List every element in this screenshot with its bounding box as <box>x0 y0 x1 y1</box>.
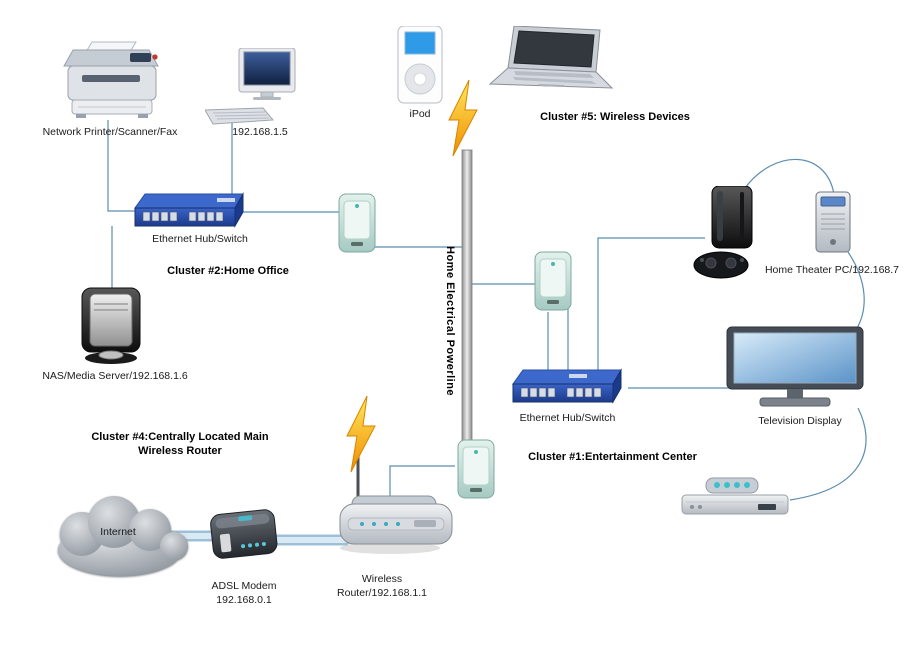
nas-media-server <box>70 286 152 368</box>
ipod <box>396 26 444 106</box>
wireless-laptop <box>480 26 615 106</box>
wireless-router-icon <box>339 450 453 554</box>
ethernet-switch-icon <box>134 192 244 228</box>
media-player <box>680 476 792 522</box>
television-display <box>726 326 864 416</box>
modem-label-line2: 192.168.0.1 <box>216 593 272 606</box>
ipod-icon <box>397 26 443 104</box>
wire-hub2-ps3 <box>597 237 705 370</box>
powerline-adapter-icon <box>457 439 495 499</box>
ethernet-switch-icon <box>512 368 622 404</box>
small-pc-icon <box>815 191 851 253</box>
ethernet-hub-right <box>507 362 627 408</box>
router-label: Wireless Router/192.168.1.1 <box>322 573 442 600</box>
powerline-label: Home Electrical Powerline <box>444 246 456 397</box>
nas-label: NAS/Media Server/192.168.1.6 <box>42 370 188 382</box>
playstation-3 <box>690 186 762 282</box>
desktop-192-168-1-5 <box>205 48 300 126</box>
tv-icon <box>726 326 864 407</box>
cluster2-label: Cluster #2:Home Office <box>167 265 289 277</box>
htpc-label: Home Theater PC/192.168.7 <box>764 264 900 276</box>
wireless-router <box>326 448 454 566</box>
dvd-player-icon <box>681 477 789 515</box>
router-label-line2: Router/192.168.1.1 <box>337 586 427 599</box>
tv-label: Television Display <box>758 415 842 427</box>
nas-icon <box>81 287 141 364</box>
printer-label: Network Printer/Scanner/Fax <box>42 126 178 138</box>
powerline-adapter-1 <box>333 192 381 258</box>
home-electrical-powerline-bar <box>461 149 473 463</box>
powerline-adapter-icon <box>338 193 376 253</box>
home-theater-pc <box>810 190 858 260</box>
wireless-bolt-top <box>446 80 480 158</box>
hub-right-label: Ethernet Hub/Switch <box>519 412 616 424</box>
printer-icon <box>63 41 159 118</box>
lightning-bolt-icon <box>448 80 478 157</box>
modem-label-line1: ADSL Modem <box>211 580 277 592</box>
game-console-icon <box>693 186 753 279</box>
wire-htpc-tv <box>847 251 865 331</box>
wire-adapter3-router <box>389 465 455 506</box>
cluster4-label: Cluster #4:Centrally Located Main Wirele… <box>75 430 285 459</box>
cluster5-label: Cluster #5: Wireless Devices <box>540 111 690 123</box>
ipod-label: iPod <box>409 108 431 120</box>
router-label-line1: Wireless <box>361 573 403 585</box>
hub-left-label: Ethernet Hub/Switch <box>152 233 248 245</box>
cluster4-label-line2: Wireless Router <box>138 445 222 458</box>
wire-printer-hub <box>107 120 140 212</box>
cluster1-label: Cluster #1:Entertainment Center <box>528 451 697 463</box>
ethernet-wires <box>107 120 867 506</box>
network-printer <box>52 40 170 130</box>
adsl-modem <box>200 496 288 570</box>
powerline-adapter-2 <box>529 250 577 316</box>
desktop-computer-icon <box>205 48 296 125</box>
cluster4-label-line1: Cluster #4:Centrally Located Main <box>91 431 269 443</box>
internet-cloud <box>46 486 194 588</box>
desktop-ip-label: 192.168.1.5 <box>232 126 288 138</box>
wire-tv-mediaplayer <box>789 407 867 501</box>
wire-ps3-htpc <box>744 158 835 195</box>
internet-label: Internet <box>100 526 136 538</box>
cloud-icon <box>58 496 188 576</box>
powerline-adapter-3 <box>452 438 500 504</box>
wireless-bolt-router <box>344 396 378 474</box>
ethernet-hub-left <box>133 186 245 232</box>
modem-icon <box>210 509 278 559</box>
powerline-adapter-icon <box>534 251 572 311</box>
modem-label: ADSL Modem 192.168.0.1 <box>196 580 292 607</box>
laptop-icon <box>488 26 614 89</box>
lightning-bolt-icon <box>346 396 376 473</box>
